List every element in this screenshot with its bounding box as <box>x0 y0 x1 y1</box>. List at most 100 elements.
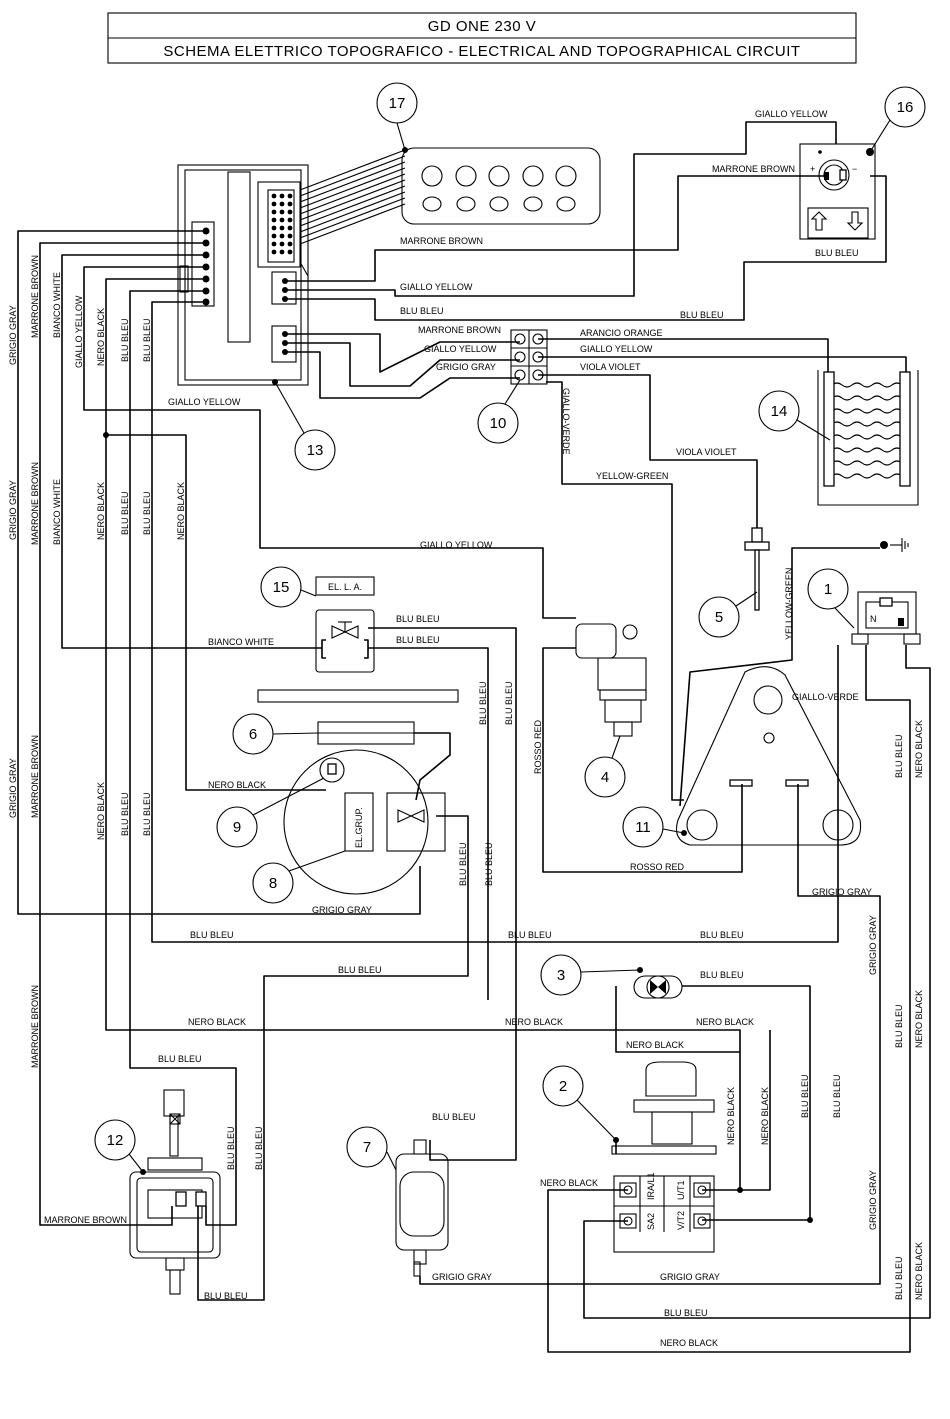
pump-icon <box>395 1153 449 1251</box>
wire-label: BLU BLEU <box>120 491 130 535</box>
boiler-group: EL.GRUP. <box>257 689 459 895</box>
callout-2: 2 <box>559 1078 567 1095</box>
wire-label: ROSSO RED <box>533 719 543 774</box>
wire-label: BLU BLEU <box>120 792 130 836</box>
wire-label: NERO BLACK <box>696 1017 754 1027</box>
wire-label: MARRONE BROWN <box>418 325 501 335</box>
wire-label: BLU BLEU <box>142 491 152 535</box>
wire-label: BLU BLEU <box>680 310 724 320</box>
callout-12: 12 <box>107 1132 124 1149</box>
wire-label: NERO BLACK <box>188 1017 246 1027</box>
wire-label: BLU BLEU <box>700 970 744 980</box>
keypad-17 <box>299 147 601 245</box>
ella-label: EL. L. A. <box>328 582 362 592</box>
wire-label: BLU BLEU <box>664 1308 708 1318</box>
wire-label: NERO BLACK <box>626 1040 684 1050</box>
callout-15: 15 <box>273 579 290 596</box>
callout-4: 4 <box>601 769 609 786</box>
callout-14: 14 <box>771 403 788 420</box>
wire-label: NERO BLACK <box>726 1087 736 1145</box>
wire-label: NERO BLACK <box>540 1178 598 1188</box>
title-model: GD ONE 230 V <box>428 18 537 35</box>
wire-label: YELLOW-GREEN <box>784 568 794 640</box>
wire-label: NERO BLACK <box>96 782 106 840</box>
wire-label: BLU BLEU <box>478 681 488 725</box>
wire-label: GIALLO YELLOW <box>400 282 473 292</box>
wire-label: VIOLA VIOLET <box>580 362 641 372</box>
ground-icon <box>880 538 909 552</box>
callout-17: 17 <box>389 95 406 112</box>
thermostat-16: + − <box>799 143 876 240</box>
thermostat-icon <box>818 159 850 191</box>
thermostat-minus: − <box>852 164 857 174</box>
title-description: SCHEMA ELETTRICO TOPOGRAFICO - ELECTRICA… <box>163 43 800 60</box>
pressure-switch-12 <box>129 1089 221 1295</box>
wire-label: GRIGIO GRAY <box>812 887 872 897</box>
wire-label: NERO BLACK <box>208 780 266 790</box>
wire-label: YELLOW-GREEN <box>596 471 668 481</box>
water-tank-14 <box>817 370 919 506</box>
neon-lamp-icon <box>646 975 670 999</box>
water-tank-icon <box>831 382 903 479</box>
wire-label: BLU BLEU <box>700 930 744 940</box>
callout-10: 10 <box>490 415 507 432</box>
wire-label: NERO BLACK <box>96 482 106 540</box>
wire-label: BIANCO WHITE <box>208 637 274 647</box>
wire-label: NERO BLACK <box>176 482 186 540</box>
selector-switch-2: IRA/L1 U/T1 SA2 V/T2 <box>611 1061 717 1253</box>
switch-term-ira: IRA/L1 <box>646 1172 656 1200</box>
wire-label: NERO BLACK <box>660 1338 718 1348</box>
switch-icon <box>613 1175 715 1253</box>
main-switch-1: N <box>851 538 921 645</box>
callout-11: 11 <box>635 819 651 836</box>
junction-dots <box>103 379 813 1223</box>
group-solenoid-4 <box>575 623 647 737</box>
wire-label: BIANCO WHITE <box>52 272 62 338</box>
solenoid-valve-icon <box>331 621 359 639</box>
callouts: 17 16 13 10 14 15 5 1 6 4 9 11 <box>94 82 926 1173</box>
wire-label: BLU BLEU <box>504 681 514 725</box>
wire-label: GRIGIO GRAY <box>8 758 18 818</box>
lamp-3 <box>633 967 683 999</box>
wire-label: BLU BLEU <box>120 318 130 362</box>
wire-label: BLU BLEU <box>158 1054 202 1064</box>
wire-label: NERO BLACK <box>914 720 924 778</box>
wire-label: BLU BLEU <box>432 1112 476 1122</box>
callout-16: 16 <box>897 99 914 116</box>
callout-13: 13 <box>307 442 324 459</box>
wire-label: BLU BLEU <box>800 1074 810 1118</box>
wire-label: VIOLA VIOLET <box>676 447 737 457</box>
wire-label: BLU BLEU <box>142 318 152 362</box>
wire-label: BLU BLEU <box>254 1126 264 1170</box>
solenoid-valve-15: EL. L. A. <box>315 576 375 673</box>
wire-label: MARRONE BROWN <box>30 462 40 545</box>
switch-n-label: N <box>870 614 877 624</box>
callout-5: 5 <box>715 609 723 626</box>
wire-label: BLU BLEU <box>894 734 904 778</box>
wire-label: GIALLO YELLOW <box>755 109 828 119</box>
wire-label: NERO BLACK <box>96 308 106 366</box>
wire-label: GRIGIO GRAY <box>660 1272 720 1282</box>
wire-label: BLU BLEU <box>204 1291 248 1301</box>
wire-label: GRIGIO GRAY <box>8 480 18 540</box>
wire-label: MARRONE BROWN <box>712 164 795 174</box>
heating-element-icon <box>319 757 345 783</box>
wire-label: NERO BLACK <box>914 990 924 1048</box>
callout-3: 3 <box>557 967 565 984</box>
callout-6: 6 <box>249 726 257 743</box>
wire-label: BLU BLEU <box>396 635 440 645</box>
wire-label: GIALLO YELLOW <box>580 344 653 354</box>
wire-labels-vertical: GRIGIO GRAY MARRONE BROWN BIANCO WHITE G… <box>8 255 924 1300</box>
wire-label: BLU BLEU <box>142 792 152 836</box>
wire-label: BLU BLEU <box>400 306 444 316</box>
wire-label: ROSSO RED <box>630 862 685 872</box>
wire-label: GRIGIO GRAY <box>312 905 372 915</box>
wire-label: BLU BLEU <box>815 248 859 258</box>
keypad-button-icon <box>421 165 577 212</box>
level-probe-icon <box>823 371 911 487</box>
wire-label: GIALLO YELLOW <box>424 344 497 354</box>
elgrup-label: EL.GRUP. <box>354 807 364 848</box>
wire-label: BLU BLEU <box>832 1074 842 1118</box>
wire-label: BLU BLEU <box>226 1126 236 1170</box>
